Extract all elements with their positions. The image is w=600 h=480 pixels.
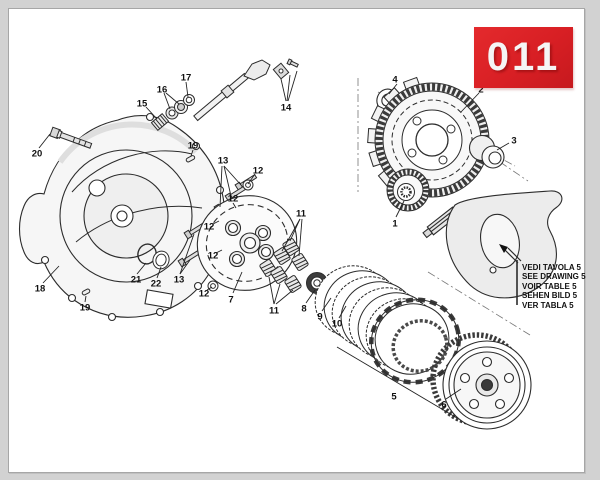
leader-line [38,133,51,149]
leader-line [388,83,398,95]
note-line: SEE DRAWING 5 [522,272,586,282]
crankshaft [422,190,563,299]
note-line: VOIR TABLE 5 [522,281,577,291]
part-label-15: 15 [137,99,148,110]
bushings-16 [165,100,188,120]
pin-19-lower [81,288,91,296]
leader-line [163,92,171,110]
part-label-9: 9 [317,312,322,323]
leader-line [280,78,287,102]
leader-line [219,165,223,208]
clutch-hub-6 [430,332,532,430]
leader-line [232,202,237,209]
part-label-18: 18 [35,284,46,295]
part-label-12: 12 [253,166,264,177]
part-label-2: 2 [478,85,483,96]
leader-line [206,286,213,291]
leader-line [496,142,510,151]
part-label-3: 3 [511,136,516,147]
part-label-20: 20 [32,149,43,160]
leader-line [445,388,462,400]
part-label-22: 22 [151,279,162,290]
leader-line [223,165,242,186]
leader-line [190,149,194,157]
leader-line [286,74,291,102]
leader-line [136,262,147,275]
leader-line [268,276,275,305]
table-number-text: 011 [486,35,561,79]
leader-line [156,266,162,279]
leader-line [460,92,480,113]
clutch-cover-18 [18,112,226,322]
leader-line [338,305,347,319]
part-label-16: 16 [157,85,168,96]
part-label-8: 8 [301,304,306,315]
part-label-12: 12 [204,222,215,233]
leader-line [305,289,316,304]
leader-line [273,283,281,305]
pin-19-upper [185,155,196,163]
leader-line [42,265,60,284]
leader-line [275,289,294,305]
part-label-19: 19 [80,303,91,314]
leader-line [395,200,405,218]
seal-ring-22 [152,250,170,270]
part-label-17: 17 [181,73,192,84]
note-line: SEHEN BILD 5 [522,291,578,301]
leader-line [84,295,87,303]
leader-line [321,297,332,312]
part-label-11: 11 [269,306,280,317]
part-label-13: 13 [174,275,185,286]
leader-line [223,165,232,197]
leader-lines [38,70,510,419]
part-label-12: 12 [208,251,219,262]
leader-line [298,218,303,257]
part-label-19: 19 [188,141,199,152]
leader-line [185,81,189,98]
leader-line [247,173,256,185]
part-label-10: 10 [332,319,343,330]
part-label-7: 7 [228,295,233,306]
part-label-13: 13 [218,156,229,167]
part-label-5: 5 [391,392,397,403]
washer-17 [183,94,195,106]
part-labels: 1234567891011111212121212131314151617181… [32,73,517,411]
leader-line [179,233,195,275]
leader-line [179,259,191,275]
note-line: VEDI TAVOLA 5 [522,263,581,272]
part-label-11: 11 [296,209,307,220]
note-callout-arrow [499,244,522,305]
note-line: VER TABLA 5 [522,300,574,310]
leader-line [165,92,180,105]
part-label-14: 14 [281,103,292,114]
leader-line [336,346,458,419]
plate-stack-5 [314,265,461,385]
release-lever-14 [193,58,299,122]
leader-line [281,218,301,252]
part-label-4: 4 [392,75,398,86]
clutch-basket-2 [367,76,490,201]
table-number-badge: 011 [474,27,573,88]
part-label-6: 6 [441,400,446,411]
part-label-12: 12 [228,194,239,205]
part-label-1: 1 [392,219,398,230]
leader-line [145,106,158,120]
leader-line [215,249,223,254]
leader-line [232,271,243,294]
part-label-12: 12 [199,289,210,300]
leader-line [287,70,298,102]
primary-gear-1 [386,168,430,212]
bolt-20 [49,126,93,149]
bushing-3 [468,134,505,169]
part-label-21: 21 [131,275,142,286]
leader-line [212,220,220,225]
